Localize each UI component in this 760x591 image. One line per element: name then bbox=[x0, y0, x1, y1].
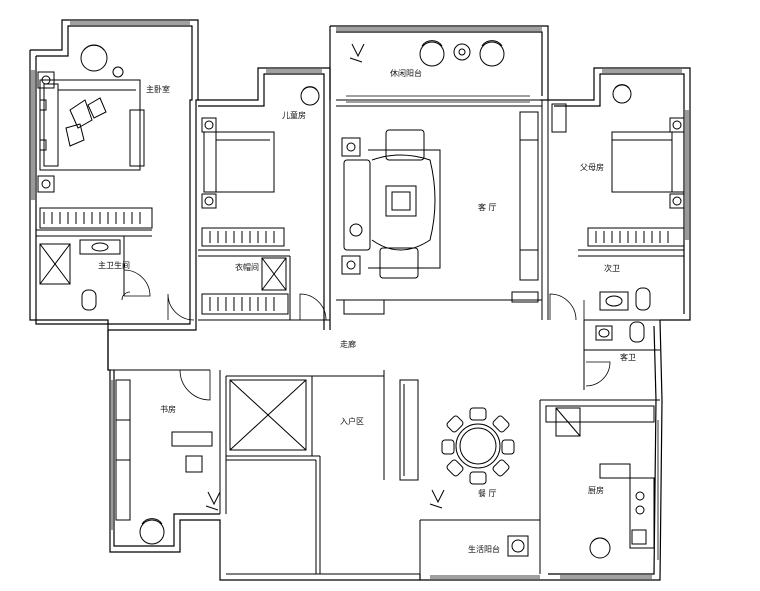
master-tv-cabinet bbox=[129, 109, 145, 167]
kids-bed bbox=[201, 117, 275, 209]
service-balcony-fixtures bbox=[507, 535, 529, 557]
master-bath-fixtures bbox=[39, 239, 121, 311]
windows bbox=[31, 21, 689, 579]
room-label-kids-room: 儿童房 bbox=[282, 111, 306, 120]
room-label-study: 书房 bbox=[160, 405, 176, 414]
room-label-parents-room: 父母房 bbox=[580, 163, 604, 172]
room-label-second-bath: 次卫 bbox=[604, 264, 620, 273]
sofa-set bbox=[341, 129, 441, 315]
parents-bed bbox=[551, 84, 685, 209]
door-closet bbox=[299, 293, 327, 321]
room-label-living-room: 客 厅 bbox=[478, 203, 497, 212]
room-label-master-bath: 主卫生间 bbox=[98, 261, 130, 270]
study-furniture bbox=[115, 379, 221, 545]
room-label-entrance: 入户区 bbox=[340, 417, 364, 426]
closet-shelves bbox=[201, 257, 289, 315]
door-study bbox=[179, 369, 211, 401]
master-bed bbox=[39, 79, 141, 171]
door-guest-bath bbox=[585, 361, 611, 387]
exterior-walls bbox=[29, 19, 691, 581]
interior-walls bbox=[36, 99, 684, 575]
door-kids bbox=[167, 293, 195, 321]
dining-table bbox=[429, 407, 515, 509]
kitchen-fixtures bbox=[545, 405, 655, 559]
master-nightstands bbox=[37, 71, 55, 193]
room-label-service-balcony: 生活阳台 bbox=[468, 545, 500, 554]
room-label-master-bedroom: 主卧室 bbox=[146, 85, 170, 94]
room-label-kitchen: 厨房 bbox=[588, 486, 604, 495]
master-wardrobe bbox=[39, 207, 153, 229]
kids-chair bbox=[300, 86, 320, 106]
room-label-leisure-balcony: 休闲阳台 bbox=[390, 69, 422, 78]
room-label-dining-room: 餐 厅 bbox=[478, 489, 497, 498]
room-label-corridor: 走廊 bbox=[340, 340, 356, 349]
second-bath-fixtures bbox=[595, 287, 651, 343]
room-label-guest-bath: 客卫 bbox=[620, 353, 636, 362]
tv-wall bbox=[511, 111, 539, 303]
master-armchair bbox=[80, 44, 124, 78]
door-parents bbox=[549, 293, 577, 321]
door-master-bath bbox=[123, 269, 151, 297]
room-label-walk-in-closet: 衣帽间 bbox=[235, 263, 259, 272]
balcony-furniture bbox=[349, 40, 505, 67]
parents-wardrobe bbox=[587, 227, 685, 247]
entrance-fixtures bbox=[229, 379, 419, 481]
doors bbox=[121, 269, 611, 401]
kids-wardrobe bbox=[201, 227, 285, 247]
